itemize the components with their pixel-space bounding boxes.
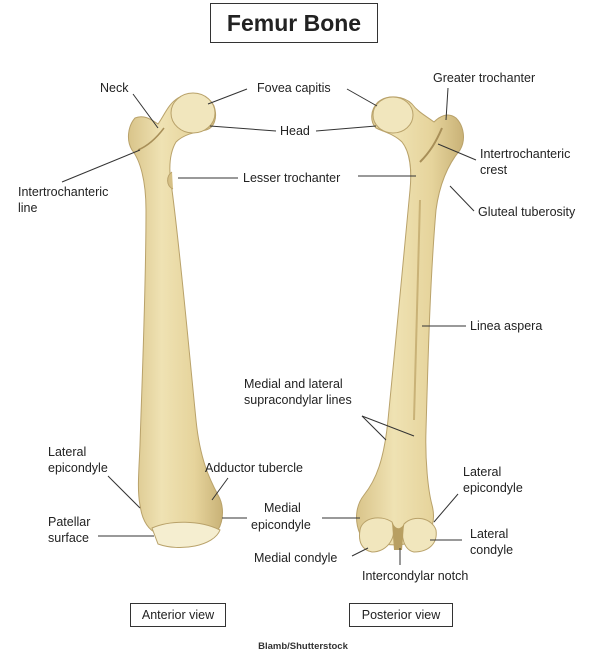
label-intertrochanteric-line-2: line	[18, 201, 38, 215]
label-fovea-capitis: Fovea capitis	[257, 81, 331, 95]
posterior-lateral-condyle	[401, 517, 437, 553]
labels: Neck Fovea capitis Greater trochanter He…	[18, 71, 576, 583]
label-lesser-trochanter: Lesser trochanter	[243, 171, 340, 185]
posterior-intercondylar-notch	[392, 522, 404, 550]
label-linea-aspera: Linea aspera	[470, 319, 542, 333]
anterior-patellar-surface	[151, 521, 221, 548]
label-medial-condyle: Medial condyle	[254, 551, 337, 565]
label-gluteal-tuberosity: Gluteal tuberosity	[478, 205, 576, 219]
label-intertrochanteric-crest-2: crest	[480, 163, 508, 177]
image-credit: Blamb/Shutterstock	[258, 641, 348, 652]
label-neck: Neck	[100, 81, 129, 95]
label-medial-epicondyle-2: epicondyle	[251, 518, 311, 532]
label-patellar-surface-1: Patellar	[48, 515, 90, 529]
posterior-linea-aspera	[413, 199, 421, 421]
label-supracondylar-1: Medial and lateral	[244, 377, 343, 391]
posterior-femur-body	[356, 96, 464, 546]
label-medial-epicondyle-1: Medial	[264, 501, 301, 515]
leader-lines	[61, 87, 477, 565]
posterior-medial-condyle	[359, 517, 395, 553]
label-intercondylar-notch: Intercondylar notch	[362, 569, 468, 583]
label-lateral-condyle-1: Lateral	[470, 527, 508, 541]
label-lateral-epicondyle-left-1: Lateral	[48, 445, 86, 459]
anterior-view-label: Anterior view	[130, 603, 226, 627]
posterior-intertrochanteric-crest	[419, 127, 443, 163]
label-intertrochanteric-line-1: Intertrochanteric	[18, 185, 108, 199]
label-lateral-epicondyle-left-2: epicondyle	[48, 461, 108, 475]
label-adductor-tubercle: Adductor tubercle	[205, 461, 303, 475]
diagram-title: Femur Bone	[210, 3, 378, 43]
label-lateral-epicondyle-right-1: Lateral	[463, 465, 501, 479]
label-head: Head	[280, 124, 310, 138]
anterior-intertrochanteric-line	[137, 127, 165, 151]
anterior-femur-head	[170, 92, 216, 134]
anterior-femur	[127, 92, 223, 548]
label-supracondylar-2: supracondylar lines	[244, 393, 352, 407]
label-lateral-epicondyle-right-2: epicondyle	[463, 481, 523, 495]
posterior-femur	[356, 96, 464, 553]
anterior-lesser-trochanter	[167, 171, 174, 190]
posterior-femur-head	[372, 96, 414, 134]
label-patellar-surface-2: surface	[48, 531, 89, 545]
label-lateral-condyle-2: condyle	[470, 543, 513, 557]
label-greater-trochanter: Greater trochanter	[433, 71, 535, 85]
label-intertrochanteric-crest-1: Intertrochanteric	[480, 147, 570, 161]
posterior-view-label: Posterior view	[349, 603, 453, 627]
